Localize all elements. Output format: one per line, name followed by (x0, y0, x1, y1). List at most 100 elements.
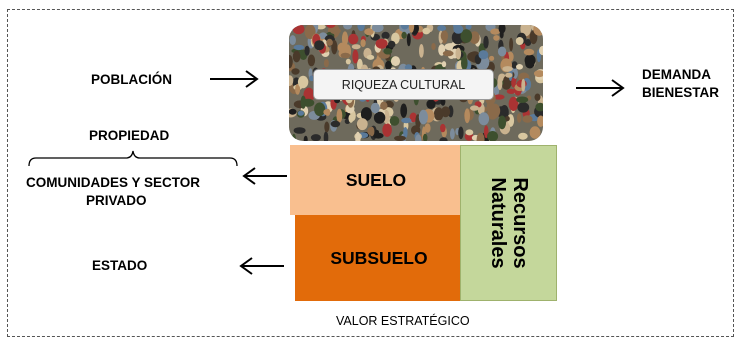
crowd-dot (516, 113, 522, 123)
crowd-dot (381, 31, 390, 40)
crowd-dot (314, 40, 325, 51)
crowd-dot (289, 35, 296, 46)
crowd-dot (295, 83, 301, 95)
crowd-dot (303, 135, 308, 141)
recursos-label-line1: Recursos (508, 177, 531, 269)
crowd-dot (517, 102, 530, 113)
crowd-dot (521, 78, 526, 92)
curly-brace (28, 150, 238, 167)
recursos-naturales-label: Recursos Naturales (487, 177, 531, 268)
comunidades-label-line1: COMUNIDADES Y SECTOR (26, 175, 201, 190)
crowd-dot (382, 123, 392, 137)
crowd-dot (408, 25, 415, 33)
crowd-dot (498, 25, 506, 34)
crowd-dot (497, 46, 507, 57)
crowd-dot (292, 25, 305, 35)
crowd-dot (524, 39, 532, 46)
crowd-dot (330, 120, 341, 128)
crowd-dot (388, 40, 396, 48)
crowd-dot (337, 42, 348, 53)
crowd-dot (478, 50, 489, 60)
crowd-dot (409, 112, 417, 123)
crowd-dot (385, 60, 392, 71)
crowd-dot (437, 25, 446, 32)
crowd-dot (390, 56, 401, 67)
crowd-dot (426, 99, 436, 109)
crowd-dot (292, 50, 301, 63)
recursos-naturales-block: Recursos Naturales (460, 145, 557, 301)
crowd-dot (348, 114, 354, 123)
crowd-dot (373, 111, 386, 124)
crowd-dot (493, 35, 500, 41)
crowd-dot (401, 117, 412, 124)
riqueza-cultural-label: RIQUEZA CULTURAL (341, 77, 466, 92)
arrow-riqueza-to-demanda (576, 79, 625, 97)
poblacion-label: POBLACIÓN (91, 72, 172, 87)
crowd-dot (442, 50, 454, 57)
crowd-dot (348, 33, 359, 45)
crowd-dot (369, 126, 375, 137)
crowd-dot (465, 25, 472, 30)
crowd-dot (400, 25, 409, 30)
crowd-dot (370, 102, 380, 114)
crowd-dot (464, 108, 470, 124)
crowd-dot (431, 43, 436, 50)
comunidades-label-line2: PRIVADO (86, 193, 147, 208)
crowd-dot (460, 29, 473, 43)
crowd-dot (515, 37, 524, 45)
suelo-block: SUELO (290, 145, 462, 215)
crowd-dot (490, 28, 501, 35)
crowd-dot (345, 58, 351, 65)
crowd-dot (465, 129, 474, 136)
crowd-dot (380, 101, 388, 111)
crowd-dot (364, 28, 374, 36)
crowd-dot (297, 75, 309, 89)
crowd-dot (331, 40, 338, 55)
crowd-dot (511, 77, 516, 88)
crowd-dot (375, 38, 388, 49)
crowd-dot (433, 107, 444, 121)
crowd-dot (355, 131, 361, 141)
crowd-dot (307, 54, 316, 67)
crowd-dot (505, 72, 513, 78)
crowd-dot (523, 48, 535, 56)
crowd-dot (326, 25, 336, 28)
crowd-dot (535, 102, 543, 112)
crowd-dot (415, 134, 422, 141)
crowd-dot (394, 135, 406, 141)
crowd-dot (297, 110, 305, 116)
crowd-dot (525, 57, 535, 69)
valor-estrategico-label: VALOR ESTRATÉGICO (336, 314, 470, 328)
crowd-dot (422, 133, 428, 141)
crowd-dot (404, 64, 413, 71)
crowd-dot (529, 126, 541, 139)
crowd-dot (516, 64, 523, 70)
crowd-dot (293, 44, 305, 51)
crowd-dot (289, 108, 297, 115)
crowd-dot (534, 93, 541, 101)
crowd-dot (406, 33, 411, 47)
crowd-dot (502, 66, 513, 72)
arrow-subsuelo-to-estado (239, 257, 284, 275)
crowd-dot (400, 103, 408, 118)
crowd-dot (522, 115, 533, 123)
crowd-dot (489, 104, 494, 117)
crowd-dot (329, 27, 341, 35)
crowd-dot (498, 115, 507, 130)
crowd-dot (360, 107, 372, 121)
crowd-dot (461, 56, 468, 71)
crowd-dot (516, 96, 529, 103)
crowd-dot (383, 48, 393, 55)
recursos-label-line2: Naturales (486, 177, 509, 269)
crowd-dot (357, 25, 365, 32)
demanda-label-line1: DEMANDA (642, 67, 711, 82)
crowd-dot (441, 106, 451, 118)
crowd-dot (458, 126, 464, 140)
crowd-dot (419, 44, 424, 58)
crowd-dot (289, 55, 293, 69)
crowd-dot (293, 127, 306, 134)
crowd-dot (469, 31, 480, 44)
crowd-dot (539, 45, 543, 56)
crowd-dot (440, 123, 446, 133)
crowd-dot (478, 112, 490, 126)
